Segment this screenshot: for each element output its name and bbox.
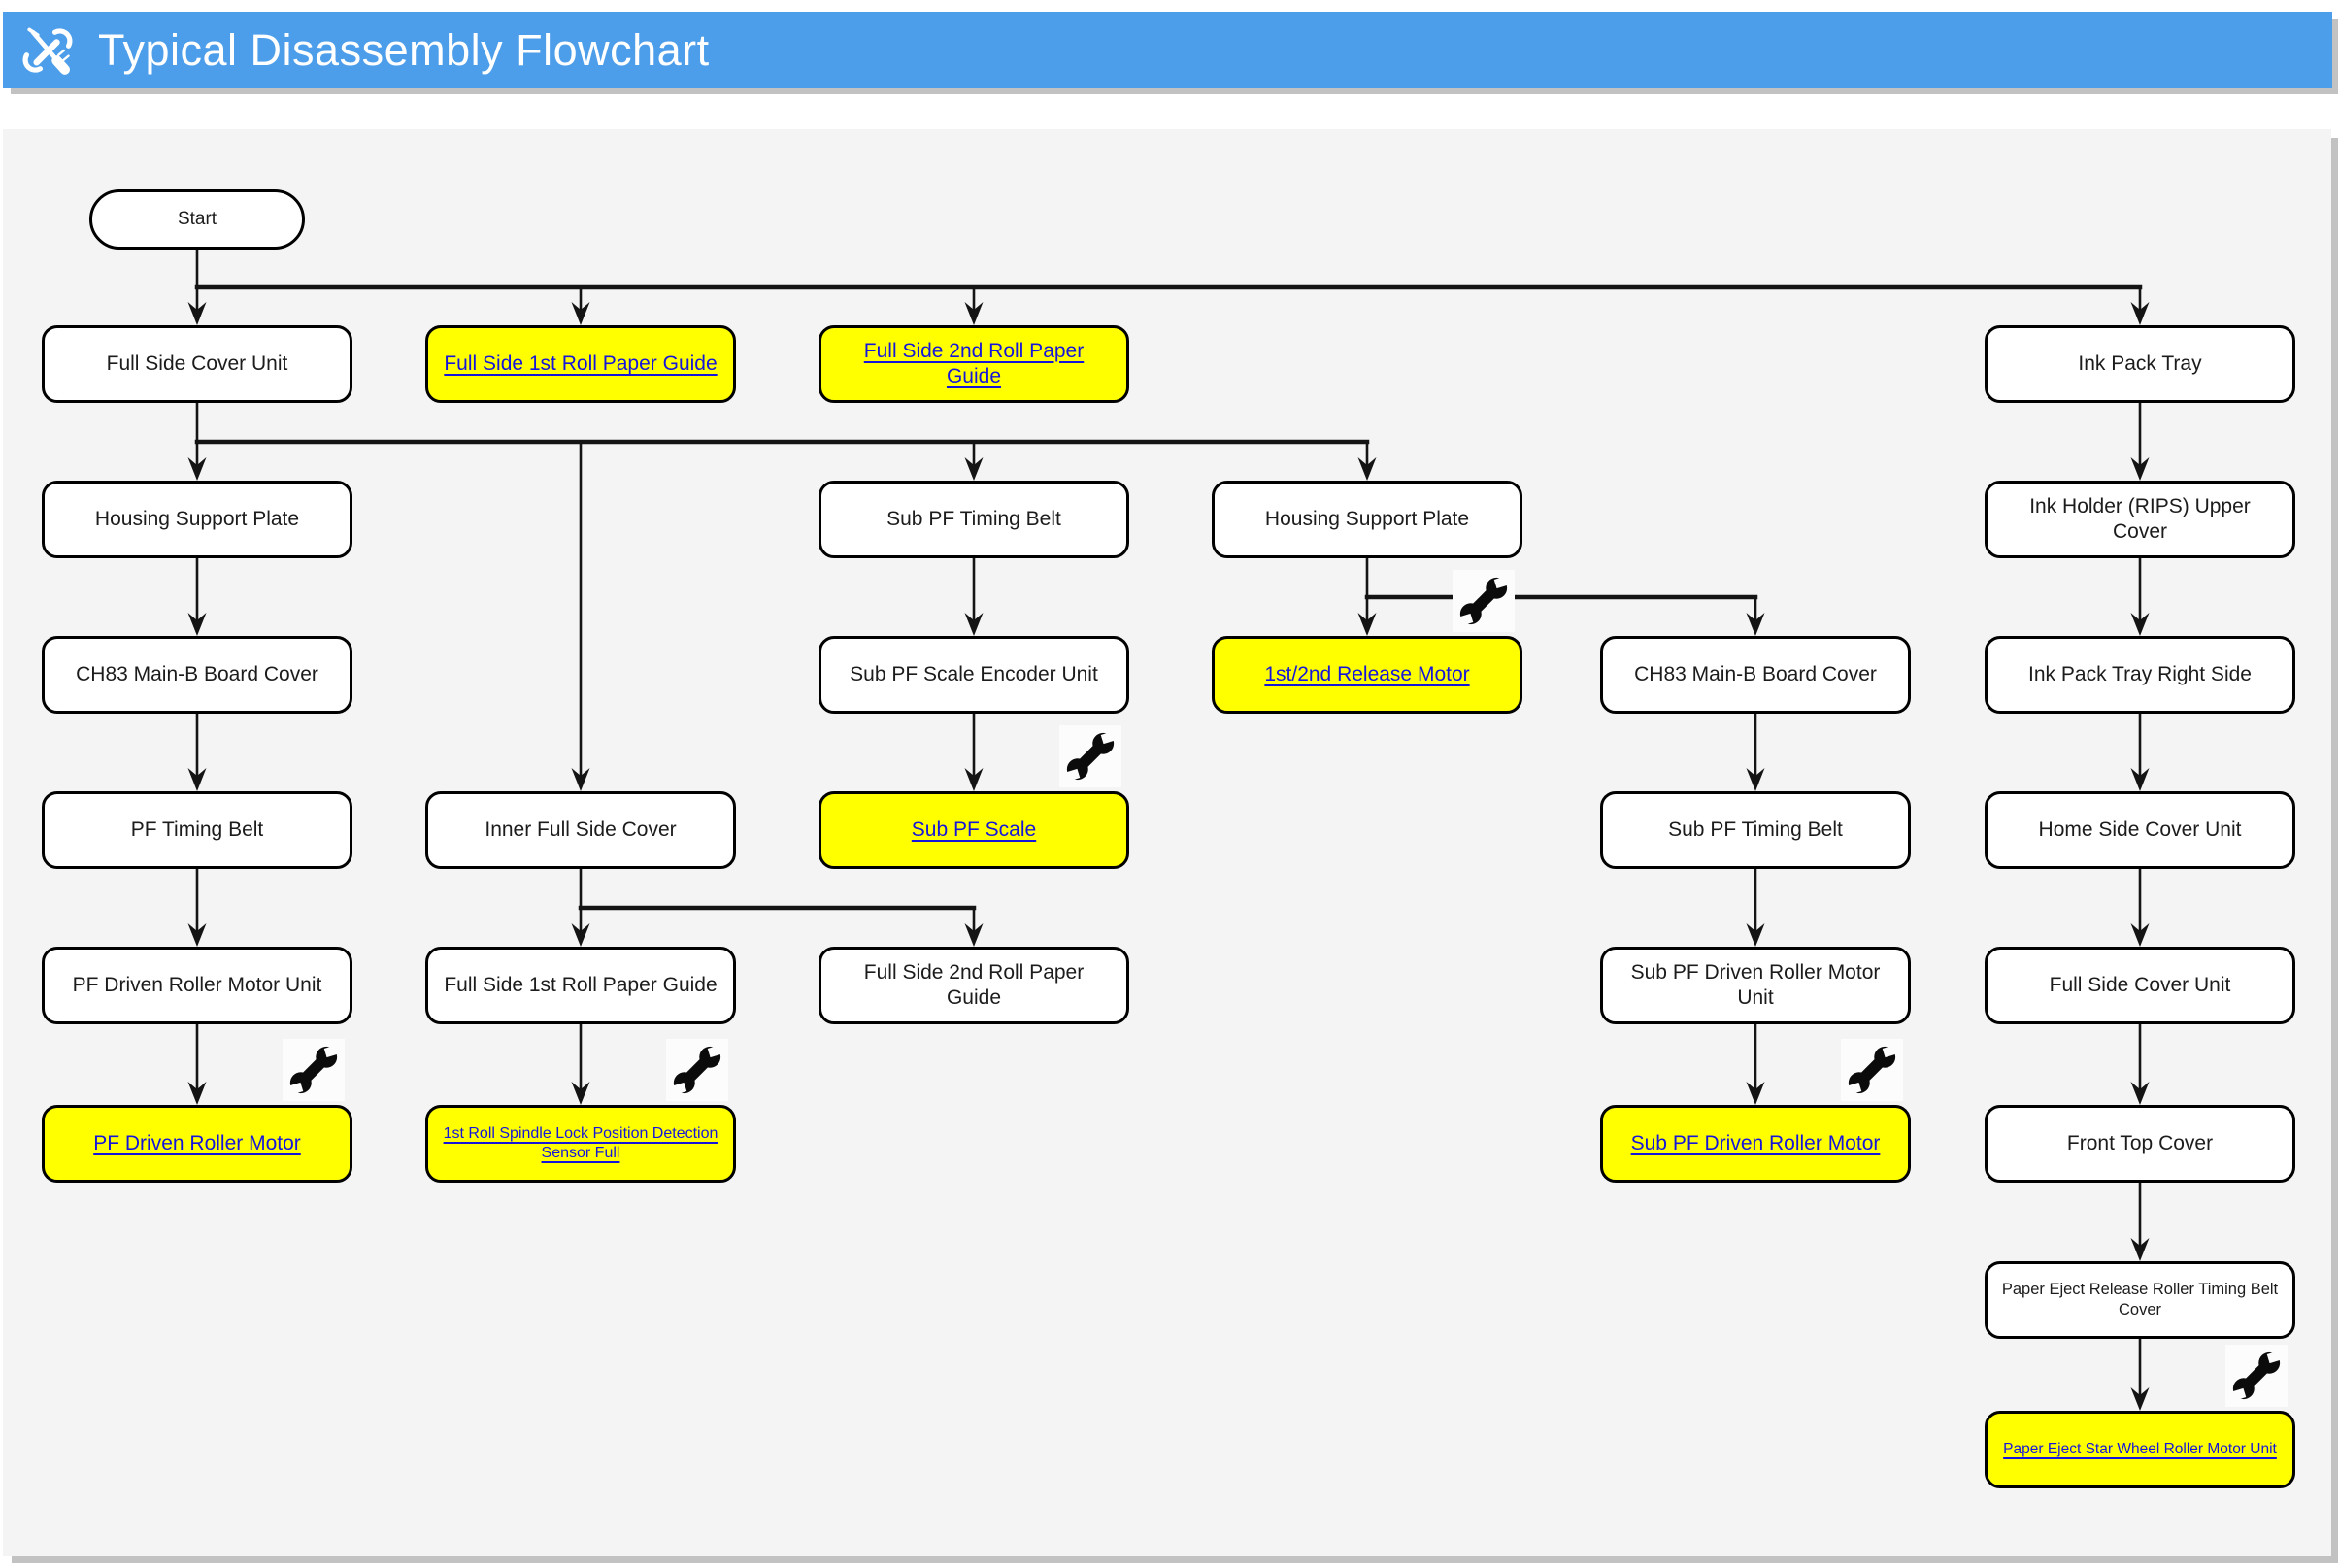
wrench-icon bbox=[1059, 725, 1121, 787]
node-sub-pf-timing-belt-1: Sub PF Timing Belt bbox=[819, 481, 1129, 558]
node-housing-support-plate-1: Housing Support Plate bbox=[42, 481, 352, 558]
node-label: Ink Holder (RIPS) Upper Cover bbox=[2029, 494, 2251, 543]
node-label: Start bbox=[177, 209, 217, 230]
node-sub-pf-scale[interactable]: Sub PF Scale bbox=[819, 791, 1129, 869]
wrench-icon bbox=[666, 1039, 728, 1101]
node-label: Housing Support Plate bbox=[94, 507, 300, 530]
node-link-label: 1st/2nd Release Motor bbox=[1264, 662, 1470, 685]
node-inner-full-side-cover: Inner Full Side Cover bbox=[425, 791, 736, 869]
node-label: Sub PF Timing Belt bbox=[1668, 817, 1843, 841]
node-ink-pack-tray-right-side: Ink Pack Tray Right Side bbox=[1985, 636, 2295, 714]
node-pf-timing-belt: PF Timing Belt bbox=[42, 791, 352, 869]
node-ink-holder-rips-upper-cover: Ink Holder (RIPS) Upper Cover bbox=[1985, 481, 2295, 558]
node-sub-pf-driven-roller-motor-unit: Sub PF Driven Roller Motor Unit bbox=[1600, 947, 1911, 1024]
node-link-label: Full Side 1st Roll Paper Guide bbox=[444, 351, 718, 375]
node-housing-support-plate-2: Housing Support Plate bbox=[1212, 481, 1522, 558]
node-full-side-cover-unit: Full Side Cover Unit bbox=[42, 325, 352, 403]
node-label: Sub PF Timing Belt bbox=[886, 507, 1061, 530]
node-label: Home Side Cover Unit bbox=[2038, 817, 2242, 841]
node-full-side-1st-roll-paper-guide: Full Side 1st Roll Paper Guide bbox=[425, 947, 736, 1024]
node-link-label: Full Side 2nd Roll Paper Guide bbox=[863, 339, 1085, 387]
node-start: Start bbox=[89, 189, 305, 250]
tools-icon bbox=[22, 27, 73, 75]
wrench-icon bbox=[2225, 1345, 2288, 1407]
node-label: Inner Full Side Cover bbox=[485, 817, 677, 841]
node-full-side-2nd-roll-paper-guide-link[interactable]: Full Side 2nd Roll Paper Guide bbox=[819, 325, 1129, 403]
node-link-label: PF Driven Roller Motor bbox=[93, 1131, 301, 1154]
node-sub-pf-driven-roller-motor[interactable]: Sub PF Driven Roller Motor bbox=[1600, 1105, 1911, 1183]
node-label: Full Side 1st Roll Paper Guide bbox=[444, 973, 718, 996]
node-pf-driven-roller-motor[interactable]: PF Driven Roller Motor bbox=[42, 1105, 352, 1183]
node-label: PF Driven Roller Motor Unit bbox=[72, 973, 322, 996]
page-header: Typical Disassembly Flowchart bbox=[3, 12, 2332, 88]
node-label: CH83 Main-B Board Cover bbox=[76, 662, 318, 685]
node-label: Ink Pack Tray Right Side bbox=[2028, 662, 2252, 685]
node-ink-pack-tray: Ink Pack Tray bbox=[1985, 325, 2295, 403]
node-home-side-cover-unit: Home Side Cover Unit bbox=[1985, 791, 2295, 869]
node-label: Full Side 2nd Roll Paper Guide bbox=[863, 960, 1085, 1009]
node-label: Ink Pack Tray bbox=[2078, 351, 2202, 375]
node-label: Sub PF Driven Roller Motor Unit bbox=[1630, 960, 1881, 1009]
node-label: CH83 Main-B Board Cover bbox=[1634, 662, 1877, 685]
wrench-icon bbox=[283, 1039, 345, 1101]
node-ch83-main-b-board-cover-2: CH83 Main-B Board Cover bbox=[1600, 636, 1911, 714]
node-full-side-1st-roll-paper-guide-link[interactable]: Full Side 1st Roll Paper Guide bbox=[425, 325, 736, 403]
node-label: Full Side Cover Unit bbox=[106, 351, 288, 375]
node-link-label: Paper Eject Star Wheel Roller Motor Unit bbox=[2003, 1441, 2277, 1458]
node-link-label: 1st Roll Spindle Lock Position Detection… bbox=[443, 1125, 718, 1161]
wrench-icon bbox=[1841, 1039, 1903, 1101]
node-1st-2nd-release-motor[interactable]: 1st/2nd Release Motor bbox=[1212, 636, 1522, 714]
flowchart-canvas bbox=[3, 129, 2331, 1556]
node-label: Paper Eject Release Roller Timing Belt C… bbox=[2001, 1281, 2279, 1318]
page-title: Typical Disassembly Flowchart bbox=[98, 24, 710, 75]
node-link-label: Sub PF Scale bbox=[911, 817, 1037, 841]
node-1st-roll-spindle-lock-position-detection-sensor-full[interactable]: 1st Roll Spindle Lock Position Detection… bbox=[425, 1105, 736, 1183]
node-label: Front Top Cover bbox=[2066, 1131, 2214, 1154]
node-label: Full Side Cover Unit bbox=[2049, 973, 2231, 996]
node-sub-pf-timing-belt-2: Sub PF Timing Belt bbox=[1600, 791, 1911, 869]
node-full-side-2nd-roll-paper-guide: Full Side 2nd Roll Paper Guide bbox=[819, 947, 1129, 1024]
node-front-top-cover: Front Top Cover bbox=[1985, 1105, 2295, 1183]
node-label: PF Timing Belt bbox=[130, 817, 264, 841]
wrench-icon bbox=[1453, 570, 1515, 632]
node-ch83-main-b-board-cover-1: CH83 Main-B Board Cover bbox=[42, 636, 352, 714]
node-link-label: Sub PF Driven Roller Motor bbox=[1630, 1131, 1881, 1154]
node-paper-eject-release-roller-timing-belt-cover: Paper Eject Release Roller Timing Belt C… bbox=[1985, 1261, 2295, 1339]
node-label: Sub PF Scale Encoder Unit bbox=[850, 662, 1098, 685]
node-paper-eject-star-wheel-roller-motor-unit[interactable]: Paper Eject Star Wheel Roller Motor Unit bbox=[1985, 1411, 2295, 1488]
node-label: Housing Support Plate bbox=[1264, 507, 1470, 530]
node-pf-driven-roller-motor-unit: PF Driven Roller Motor Unit bbox=[42, 947, 352, 1024]
node-full-side-cover-unit-2: Full Side Cover Unit bbox=[1985, 947, 2295, 1024]
node-sub-pf-scale-encoder-unit: Sub PF Scale Encoder Unit bbox=[819, 636, 1129, 714]
